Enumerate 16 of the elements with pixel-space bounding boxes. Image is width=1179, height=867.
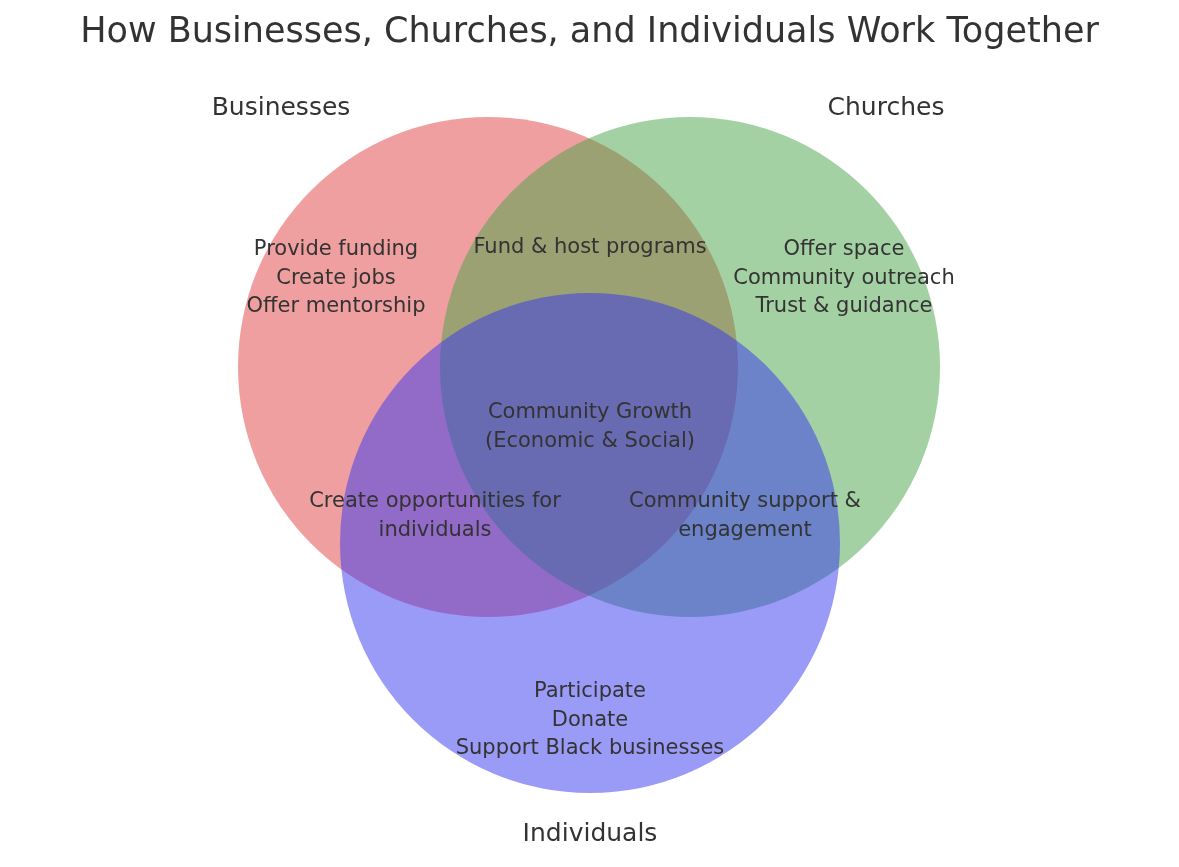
overlap-label: Create opportunities for individuals [308,486,562,542]
set-heading: Individuals [522,817,658,847]
overlap-label: Community Growth (Economic & Social) [484,397,696,453]
set-item: Create jobs [276,263,396,291]
set-heading: Businesses [211,91,351,121]
set-item: Offer space [783,235,905,262]
overlap-label: Community support & engagement [628,486,862,542]
overlap-label: Fund & host programs [472,232,708,260]
set-item: Support Black businesses [455,734,725,761]
set-item: Provide funding [253,235,419,262]
set-item: Trust & guidance [755,292,933,319]
set-item: Donate [551,705,629,733]
diagram-title: How Businesses, Churches, and Individuals Work Together [79,10,1100,50]
set-heading: Churches [827,91,945,121]
set-item: Offer mentorship [246,292,426,319]
set-item: Participate [534,677,646,704]
